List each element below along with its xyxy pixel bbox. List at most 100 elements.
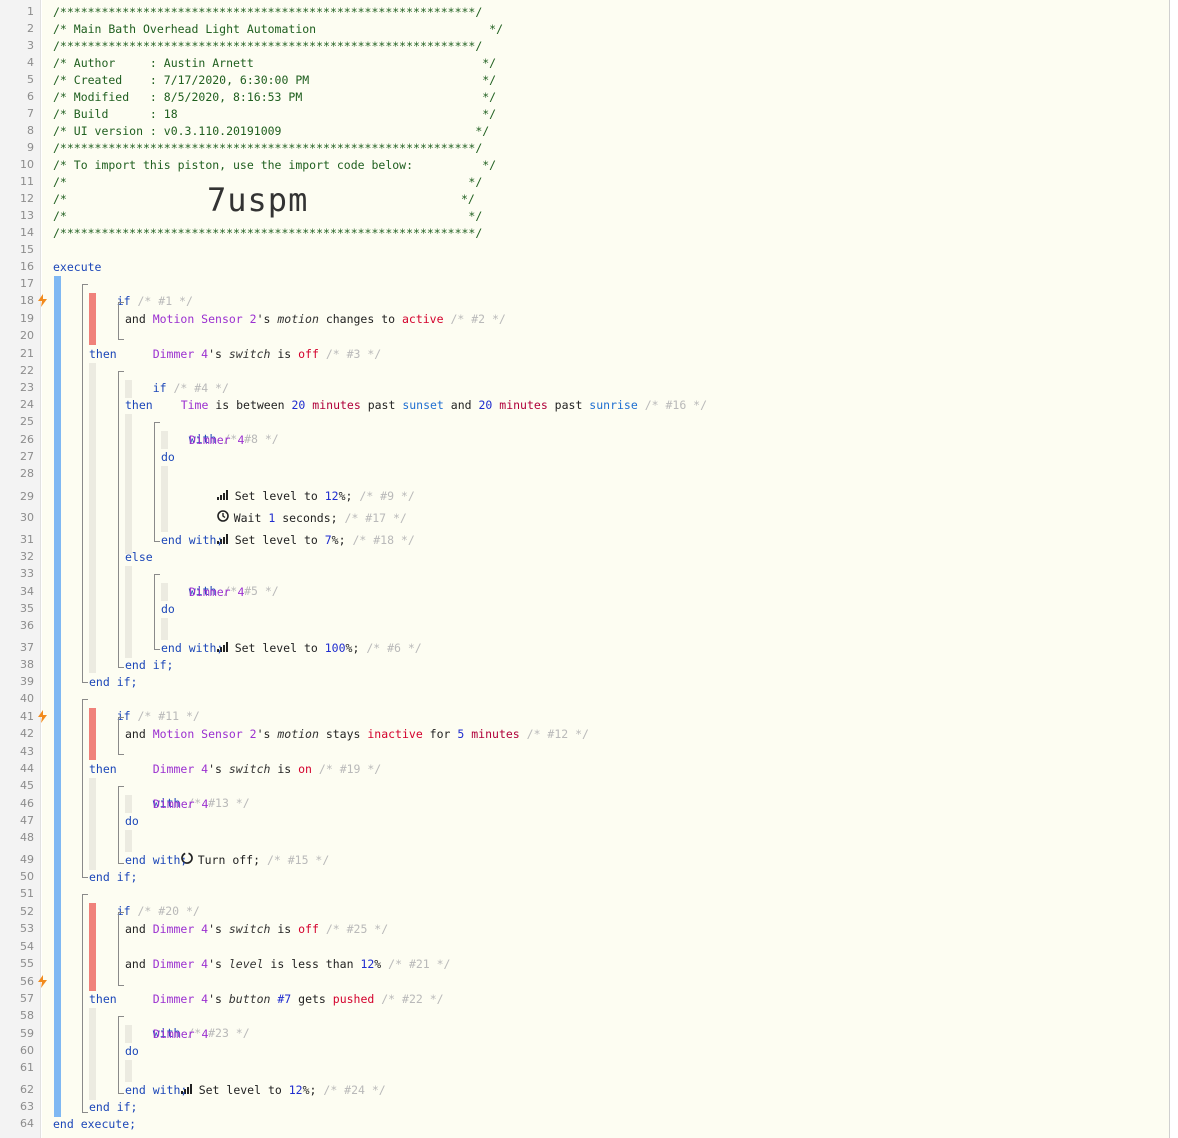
device-name: Motion Sensor 2 <box>152 727 257 741</box>
do-keyword[interactable]: do <box>161 450 175 464</box>
action-wait[interactable]: Wait 1 seconds; /* #17 */ <box>189 493 407 525</box>
end-if-keyword[interactable]: end if; <box>89 870 138 884</box>
condition-level-less-than[interactable]: Dimmer 4's level is less than 12% /* #21… <box>125 939 451 971</box>
if-block-bracket <box>82 894 88 1113</box>
signal-level-icon <box>216 532 230 549</box>
attribute: button <box>228 992 271 1006</box>
then-keyword[interactable]: then <box>89 347 117 361</box>
line-number: 30 <box>20 511 34 524</box>
then-keyword[interactable]: then <box>89 992 117 1006</box>
end-execute-keyword[interactable]: end execute; <box>53 1117 137 1131</box>
condition-dimmer-off[interactable]: Dimmer 4's switch is off /* #3 */ <box>125 329 382 361</box>
condition-dimmer-off[interactable]: Dimmer 4's switch is off /* #25 */ <box>125 904 388 936</box>
device-name[interactable]: Dimmer 4 <box>153 797 209 811</box>
end-if-keyword[interactable]: end if; <box>125 658 174 672</box>
action-text: Set level to <box>234 641 325 655</box>
action-set-level[interactable]: Set level to 7%; /* #18 */ <box>189 515 415 547</box>
condition-button-pushed[interactable]: Dimmer 4's button #7 gets pushed /* #22 … <box>125 974 444 1006</box>
if-statement-11[interactable]: if /* #11 */ <box>89 691 200 723</box>
condition-time-between[interactable]: Time is between 20 minutes past sunset a… <box>153 380 707 412</box>
else-keyword[interactable]: else <box>125 550 153 564</box>
with-statement-8[interactable]: with /* #8 */ <box>161 414 279 446</box>
action-text: Wait <box>233 511 269 525</box>
semicolon: ; <box>345 489 353 503</box>
end-with-keyword[interactable]: end with; <box>125 853 188 867</box>
then-block-bar <box>89 1008 96 1100</box>
line-number: 17 <box>20 277 34 290</box>
and-operator[interactable]: and <box>125 957 146 971</box>
percent: % <box>302 1083 310 1097</box>
device-name: Dimmer 4 <box>152 922 209 936</box>
line-number: 47 <box>20 814 34 827</box>
if-statement-1[interactable]: if /* #1 */ <box>89 276 193 308</box>
condition-bracket <box>118 302 124 340</box>
operator: stays <box>318 727 368 741</box>
operator: is between <box>208 398 292 412</box>
number: 20 <box>478 398 493 412</box>
condition-group-bar <box>89 293 96 345</box>
do-keyword[interactable]: do <box>161 602 175 616</box>
end-if-keyword[interactable]: end if; <box>89 675 138 689</box>
end-with-keyword[interactable]: end with; <box>161 533 224 547</box>
action-set-level[interactable]: Set level to 100%; /* #6 */ <box>189 623 422 655</box>
action-set-level[interactable]: Set level to 12%; /* #24 */ <box>153 1065 386 1097</box>
lightning-icon <box>38 975 47 991</box>
number: 12 <box>324 489 339 503</box>
device-name[interactable]: Dimmer 4 <box>153 1027 209 1041</box>
operator: is <box>270 762 299 776</box>
clock-icon <box>216 510 229 527</box>
execute-keyword[interactable]: execute <box>53 260 102 274</box>
with-keyword: with <box>188 432 217 446</box>
device-name[interactable]: Dimmer 4 <box>189 585 245 599</box>
header-import-note: /* To import this piston, use the import… <box>53 158 497 172</box>
import-code[interactable]: 7uspm <box>207 181 309 219</box>
and-operator[interactable]: and <box>125 727 146 741</box>
condition-motion-stays-inactive[interactable]: Motion Sensor 2's motion stays inactive … <box>125 709 589 741</box>
action-turn-off[interactable]: Turn off; /* #15 */ <box>153 835 329 867</box>
line-number: 57 <box>20 992 34 1005</box>
action-set-level[interactable]: Set level to 12%; /* #9 */ <box>189 471 415 503</box>
with-statement-5[interactable]: with /* #5 */ <box>161 566 279 598</box>
and-operator[interactable]: and <box>125 922 146 936</box>
line-number: 18 <box>20 294 34 307</box>
statement-id: /* #21 */ <box>388 957 451 971</box>
code-editor[interactable]: /***************************************… <box>42 0 1170 1138</box>
if-statement-20[interactable]: if /* #20 */ <box>89 886 200 918</box>
line-number: 23 <box>20 381 34 394</box>
end-if-keyword[interactable]: end if; <box>89 1100 138 1114</box>
and-word: and <box>443 398 479 412</box>
condition-motion-changes[interactable]: Motion Sensor 2's motion changes to acti… <box>125 294 506 326</box>
line-number: 45 <box>20 779 34 792</box>
condition-dimmer-on[interactable]: Dimmer 4's switch is on /* #19 */ <box>125 744 382 776</box>
possessive: 's <box>208 992 229 1006</box>
if-keyword: if <box>116 709 131 723</box>
line-number: 24 <box>20 398 34 411</box>
then-keyword[interactable]: then <box>125 398 153 412</box>
statement-id: /* #9 */ <box>359 489 415 503</box>
piston-title: /* Main Bath Overhead Light Automation *… <box>53 22 504 36</box>
and-operator[interactable]: and <box>125 312 146 326</box>
condition-bracket <box>118 912 124 986</box>
end-with-keyword[interactable]: end with; <box>161 641 224 655</box>
statement-id: /* #20 */ <box>137 904 200 918</box>
with-keyword: with <box>152 1026 181 1040</box>
line-number: 52 <box>20 905 34 918</box>
condition-group-bar <box>89 708 96 760</box>
then-keyword[interactable]: then <box>89 762 117 776</box>
line-number: 40 <box>20 692 34 705</box>
possessive: 's <box>208 957 229 971</box>
line-number: 4 <box>27 56 34 69</box>
line-number: 36 <box>20 619 34 632</box>
with-block-bracket <box>154 422 160 542</box>
if-statement-4[interactable]: if /* #4 */ <box>125 363 229 395</box>
with-statement-13[interactable]: with /* #13 */ <box>125 778 250 810</box>
do-keyword[interactable]: do <box>125 1044 139 1058</box>
with-statement-23[interactable]: with /* #23 */ <box>125 1008 250 1040</box>
signal-level-icon <box>216 640 230 657</box>
device-name[interactable]: Dimmer 4 <box>189 433 245 447</box>
do-keyword[interactable]: do <box>125 814 139 828</box>
end-with-keyword[interactable]: end with; <box>125 1083 188 1097</box>
line-number: 46 <box>20 797 34 810</box>
then-block-bar <box>89 363 96 673</box>
